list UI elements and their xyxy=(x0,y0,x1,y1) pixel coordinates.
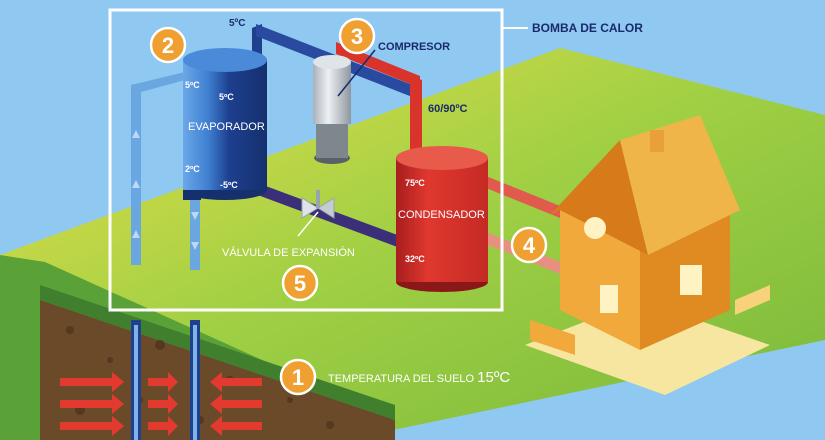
svg-text:4: 4 xyxy=(523,233,536,258)
evaporator-bottom-temp: -5ºC xyxy=(220,180,238,190)
svg-text:1: 1 xyxy=(292,365,304,390)
step-badge-4: 4 xyxy=(510,226,548,264)
compressor-out-temp: 60/90ºC xyxy=(428,103,468,115)
evaporator-inlet-temp: 5ºC xyxy=(185,80,200,90)
ground-heat-arrows xyxy=(60,372,262,436)
step-badge-3: 3 xyxy=(338,17,376,55)
evaporator xyxy=(183,48,267,200)
expansion-valve-label: VÁLVULA DE EXPANSIÓN xyxy=(222,246,355,259)
hot-pipe-down xyxy=(410,76,422,160)
evaporator-outlet-temp: 2ºC xyxy=(185,164,200,174)
compressor-pointer xyxy=(337,49,376,97)
soil-cutaway xyxy=(40,300,395,440)
valve-pointer xyxy=(297,211,319,237)
step-badge-1: 1 xyxy=(279,358,317,396)
diagram-title: BOMBA DE CALOR xyxy=(532,21,643,35)
svg-text:3: 3 xyxy=(351,24,363,49)
condenser-bottom-temp: 32ºC xyxy=(405,254,425,264)
step-badge-5: 5 xyxy=(281,264,319,302)
condenser xyxy=(396,146,488,292)
ground-loop xyxy=(131,72,200,440)
compressor-in-temp: 5ºC xyxy=(229,18,245,29)
step-badge-2: 2 xyxy=(149,26,187,64)
condenser-label: CONDENSADOR xyxy=(398,209,485,221)
ground-temp-value: 15ºC xyxy=(477,369,510,386)
heat-pump-frame xyxy=(108,8,504,312)
compressor-label: COMPRESOR xyxy=(378,41,450,53)
liquid-pipe xyxy=(255,182,400,248)
evaporator-label: EVAPORADOR xyxy=(188,121,265,133)
ground-temp-label: TEMPERATURA DEL SUELO 15ºC xyxy=(328,369,510,386)
evaporator-top-temp: 5ºC xyxy=(219,92,234,102)
condenser-top-temp: 75ºC xyxy=(405,178,425,188)
expansion-valve-icon xyxy=(301,190,335,219)
hot-line-to-house xyxy=(486,176,565,220)
svg-text:5: 5 xyxy=(294,271,306,296)
flow-arrows xyxy=(132,130,199,250)
compressor xyxy=(313,55,351,164)
house-illustration xyxy=(525,115,770,395)
svg-text:2: 2 xyxy=(162,33,174,58)
